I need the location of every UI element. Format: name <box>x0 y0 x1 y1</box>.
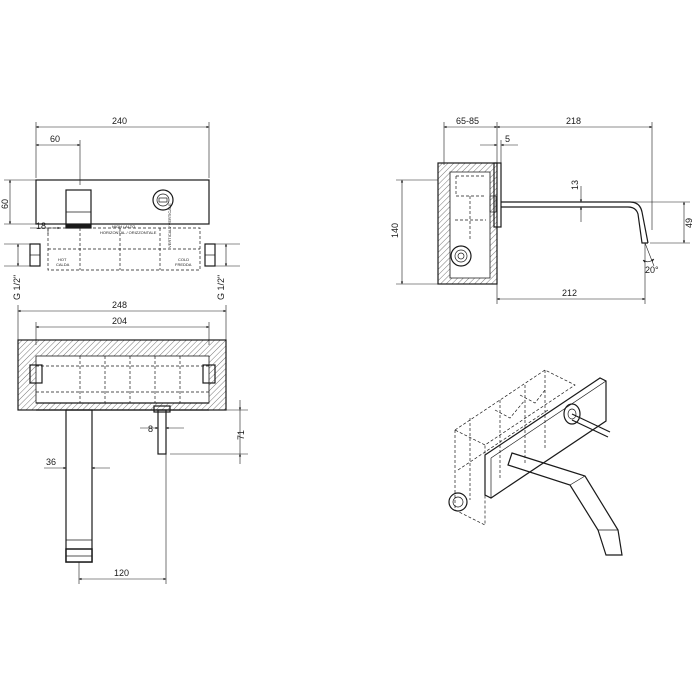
thread-left: G 1/2" <box>12 275 22 300</box>
dim-box-height: 140 <box>390 223 400 238</box>
side-inlet <box>450 245 472 267</box>
label-cold-it: FREDDA <box>175 262 192 267</box>
thread-right: G 1/2" <box>216 275 226 300</box>
side-spout <box>501 201 649 244</box>
dim-box-width: 248 <box>112 300 127 310</box>
label-high: HIGH / ALTO <box>112 224 135 229</box>
dim-plate-thickness: 5 <box>505 134 510 144</box>
label-hot-it: CALDA <box>56 262 70 267</box>
label-hot: HOT <box>58 257 67 262</box>
iso-spout <box>507 452 623 556</box>
dim-overall-reach: 218 <box>566 116 581 126</box>
dim-spout-drop: 49 <box>684 218 694 228</box>
lever-top <box>157 409 167 455</box>
front-view: 240 60 60 18 HOT <box>0 116 240 300</box>
dim-spout-reach: 120 <box>114 568 129 578</box>
isometric-view <box>448 369 623 556</box>
dim-inner-width: 204 <box>112 316 127 326</box>
spout-front <box>65 189 92 229</box>
label-horizontal: HORIZONTAL / ORIZZONTALE <box>100 230 157 235</box>
iso-inlet <box>448 492 468 512</box>
faceplate <box>35 179 210 225</box>
spout-top <box>65 409 93 563</box>
dim-wall-depth: 65-85 <box>456 116 479 126</box>
dim-spout-offset: 60 <box>50 134 60 144</box>
side-faceplate <box>493 162 502 228</box>
label-vertical: VERTICAL / VERTICALE <box>167 203 172 248</box>
dim-spout-thickness: 13 <box>570 180 580 190</box>
dim-overall-width: 240 <box>112 116 127 126</box>
iso-knob <box>563 403 581 425</box>
dim-projection: 71 <box>236 430 246 440</box>
side-view: 65-85 218 5 140 13 <box>390 116 694 304</box>
dim-outlet-angle: 20° <box>645 265 659 275</box>
dim-side-spout-reach: 212 <box>562 288 577 298</box>
iso-faceplate <box>484 377 607 499</box>
dim-plate-height: 60 <box>0 199 10 209</box>
label-cold: COLD <box>178 257 189 262</box>
dim-spout-diameter: 36 <box>46 457 56 467</box>
dim-inlet-offset: 18 <box>36 221 46 231</box>
control-knob <box>152 189 174 211</box>
iso-lever <box>571 413 611 433</box>
top-view: 248 204 8 <box>17 300 248 584</box>
dim-lever-width: 8 <box>148 424 153 434</box>
